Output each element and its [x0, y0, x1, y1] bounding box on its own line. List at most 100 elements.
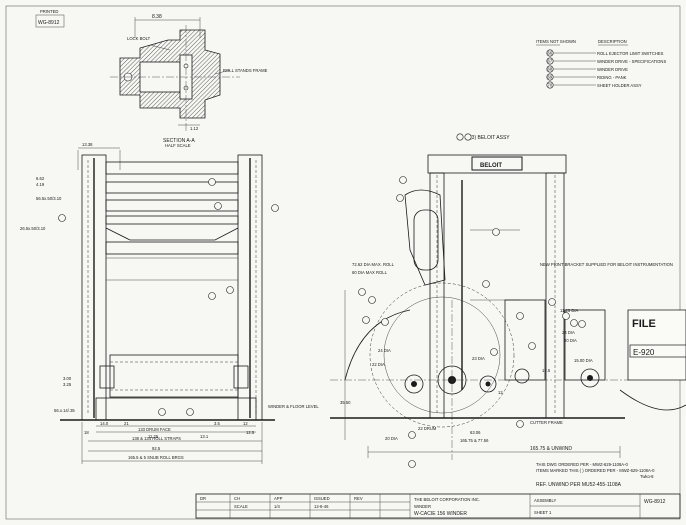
small-dim: 14.0: [100, 421, 109, 426]
item-number: 67: [548, 59, 553, 64]
section-subtitle: HALF SCALE: [165, 143, 191, 148]
item-number: 66: [548, 51, 553, 56]
section-title: SECTION A-A: [163, 138, 195, 144]
front-dim-left-1: 56.5x.50/3.10: [36, 196, 62, 201]
front-dim-face-3: 92.5: [152, 446, 161, 451]
max-roll-outline: [369, 282, 515, 428]
front-dim-face-4: 165.5 & 5 SNUB ROLL BRGS: [128, 455, 184, 460]
order-notes: THIS DWG ORDERED PER - MWZ-629-1108A-0 I…: [536, 462, 655, 488]
small-dim: 13.1: [200, 434, 209, 439]
title-block-sheet: SHEET 1: [534, 510, 552, 515]
drum-dim: 22 DRUM: [418, 426, 437, 431]
callout-bubble: [208, 178, 216, 186]
dia-label-4: 22 DIA: [372, 362, 385, 367]
corner-number: WG-8912: [38, 20, 60, 26]
title-block-cell: APP: [274, 496, 283, 501]
section-dim-top: 8.38: [152, 14, 162, 20]
item-description: WINDER DRIVE: [597, 67, 628, 72]
item-description: ROLL EJECTOR LIMIT SWITCHES: [597, 51, 664, 56]
crossbar: [105, 227, 239, 241]
small-dim: 3.5: [214, 421, 220, 426]
file-tag-label: FILE: [632, 318, 656, 330]
item-number: 69: [548, 75, 553, 80]
dia-label-5: 24 DIA: [562, 330, 575, 335]
small-dim-2: 12: [498, 390, 503, 395]
reference-note: REF. UNWIND PER MU52-455-1108A: [536, 482, 622, 488]
total-dim: 165.75 & UNWIND: [530, 446, 572, 452]
order-line-2b: Twko-8: [640, 474, 654, 479]
front-dim-right-upper: 6.62: [36, 176, 45, 181]
title-block-cell: ISSUED: [314, 496, 330, 501]
dia-label-1: 72.62 DIA MAX. ROLL: [352, 262, 395, 267]
small-dim-1: 17.5: [542, 368, 551, 373]
order-line-2: ITEMS MARKED THIS ( ) ORDERED PER - MWZ-…: [536, 468, 655, 473]
title-block-drawing-number: WG-8912: [644, 499, 666, 505]
title-block-cell: REV: [354, 496, 363, 501]
center-dim: 63.06: [470, 430, 481, 435]
rider-roll: [404, 374, 424, 394]
item-number: 68: [548, 67, 553, 72]
title-block-scale-value: 1/4: [274, 504, 280, 509]
file-tag: FILE E-920: [627, 309, 686, 381]
small-dim: 12: [243, 421, 248, 426]
bottom-left-dim: 20 DIA: [385, 436, 398, 441]
title-block-cell: CH: [234, 496, 240, 501]
top-crossbeam: [427, 154, 567, 174]
small-dim: 11.25: [148, 434, 159, 439]
span-dim: 165.75 & 77.56: [460, 438, 489, 443]
winder-floor-label: WINDER & FLOOR LEVEL: [268, 404, 319, 409]
dia-label-3: 24 DIA: [378, 348, 391, 353]
small-dim: 18: [84, 430, 89, 435]
order-line-1: THIS DWG ORDERED PER - MWZ-629-1108A-0: [536, 462, 628, 467]
items-not-shown-table: ITEMS NOT SHOWN DESCRIPTION 66 ROLL EJEC…: [536, 39, 666, 89]
small-dim: 21: [124, 421, 129, 426]
items-row: 70 SHEET HOLDER ASSY: [546, 81, 642, 89]
brand-name: BELOIT: [480, 163, 502, 169]
section-dim-bottom: 1.12: [190, 126, 199, 131]
title-block-date: 12-8-46: [314, 504, 329, 509]
item-description: RIDING - PANK: [597, 75, 627, 80]
file-tag-number: E-920: [633, 348, 655, 357]
lower-drum: [109, 354, 239, 398]
title-block-assembly: ASSEMBLY: [534, 498, 556, 503]
title-block-cell: DR: [200, 496, 206, 501]
locking-bolt-label: LOCK BOLT: [127, 36, 151, 41]
side-view: (3) BELOIT ASSY BELOIT: [330, 133, 686, 468]
title-block-project: WINDER: [414, 504, 431, 509]
items-heading-2: DESCRIPTION: [598, 39, 627, 44]
section-a-a-view: 8.38 LOCK BOLT ROLL STANDS FRAME 1.12 SE…: [110, 14, 268, 148]
title-block-company: THE BELOIT CORPORATION INC.: [414, 497, 480, 502]
top-right-dim: 11.25 DIA: [560, 308, 579, 313]
brand-plate: [471, 156, 523, 171]
cutter-frame-dim: CUTTER FRAME: [530, 420, 563, 425]
dia-label-7: 15.00 DIA: [574, 358, 593, 363]
dia-label-8: 23 DIA: [472, 356, 485, 361]
front-dim-low-3: 56.x.14/.35: [54, 408, 75, 413]
front-view: 13.38 6.62: [20, 142, 319, 464]
front-dim-right-lower: 4.19: [36, 182, 45, 187]
left-dim: 35.50: [340, 400, 351, 405]
title-block-drawing-title: W-CACIE 156 WINDER: [414, 511, 467, 517]
swing-arm: [404, 189, 446, 286]
sheet-corner-stamp: PRINTED WG-8912: [35, 9, 65, 28]
beloit-assy-note: (3) BELOIT ASSY: [470, 135, 510, 141]
items-row: 67 WINDER DRIVE - SPECIFICATIONS: [546, 57, 666, 65]
front-dim-low-2: 3.25: [63, 382, 72, 387]
items-row: 66 ROLL EJECTOR LIMIT SWITCHES: [546, 49, 664, 57]
item-number: 70: [548, 83, 553, 88]
upper-roll: [105, 181, 239, 194]
sheet-border: [5, 5, 681, 520]
front-dim-left-2: 26.5x.50/3.10: [20, 226, 46, 231]
top-roll: [105, 161, 239, 175]
item-description: WINDER DRIVE - SPECIFICATIONS: [597, 59, 666, 64]
front-dim-face-2: 138 & 134 ROLL STRAPS: [132, 436, 181, 441]
front-dim-top: 13.38: [82, 142, 93, 147]
dia-label-2: 60 DIA MAX ROLL: [352, 270, 388, 275]
item-description: SHEET HOLDER ASSY: [597, 83, 642, 88]
front-dim-low-1: 3.00: [63, 376, 72, 381]
middle-roll: [105, 199, 239, 212]
items-row: 68 WINDER DRIVE: [546, 65, 628, 73]
title-block-scale-label: SCALE: [234, 504, 248, 509]
items-row: 69 RIDING - PANK: [546, 73, 627, 81]
